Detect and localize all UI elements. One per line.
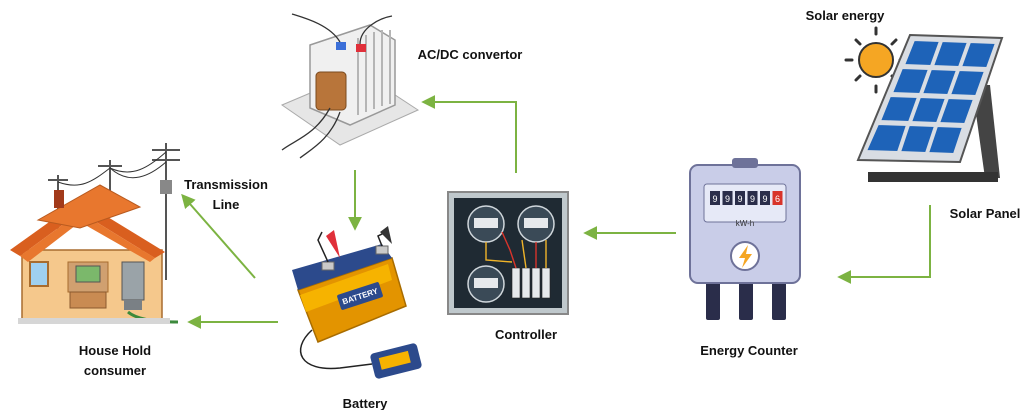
meter-unit: kW-h <box>736 219 755 228</box>
household-house-icon <box>10 143 180 324</box>
meter-digit: 9 <box>750 194 755 204</box>
label-energy-counter: Energy Counter <box>700 343 798 358</box>
meter-digit-box <box>747 191 758 205</box>
meter-digit: 6 <box>775 194 780 204</box>
meter-digit-box <box>760 191 770 205</box>
label-controller: Controller <box>495 327 557 342</box>
label-solar-energy: Solar energy <box>806 8 886 23</box>
controller-icon <box>447 191 569 315</box>
arrow-to-transmission-line <box>181 193 256 279</box>
meter-digit-box <box>735 191 745 205</box>
arrow-panel-to-counter <box>837 205 931 284</box>
battery-icon: BATTERY <box>292 226 422 379</box>
diagram-labels: Solar energy Solar Panel Energy Counter … <box>79 8 1021 410</box>
label-solar-panel: Solar Panel <box>950 206 1021 221</box>
label-line: House Hold <box>79 343 151 358</box>
label-household-consumer: House Hold consumer <box>79 343 151 378</box>
meter-digit-box <box>710 191 720 205</box>
meter-digit: 9 <box>725 194 730 204</box>
meter-digit-box <box>772 191 783 205</box>
meter-digit: 9 <box>737 194 742 204</box>
label-acdc-convertor: AC/DC convertor <box>418 47 523 62</box>
flow-arrows <box>181 95 931 329</box>
label-line: Transmission <box>184 177 268 192</box>
meter-digit-box <box>722 191 733 205</box>
label-line: Line <box>213 197 240 212</box>
label-line: consumer <box>84 363 146 378</box>
meter-digit: 9 <box>712 194 717 204</box>
arrow-controller-to-converter <box>421 95 517 173</box>
meter-digit: 9 <box>762 194 767 204</box>
acdc-converter-icon <box>280 13 420 159</box>
label-battery: Battery <box>343 396 389 410</box>
solar-panel-icon <box>856 33 1004 182</box>
